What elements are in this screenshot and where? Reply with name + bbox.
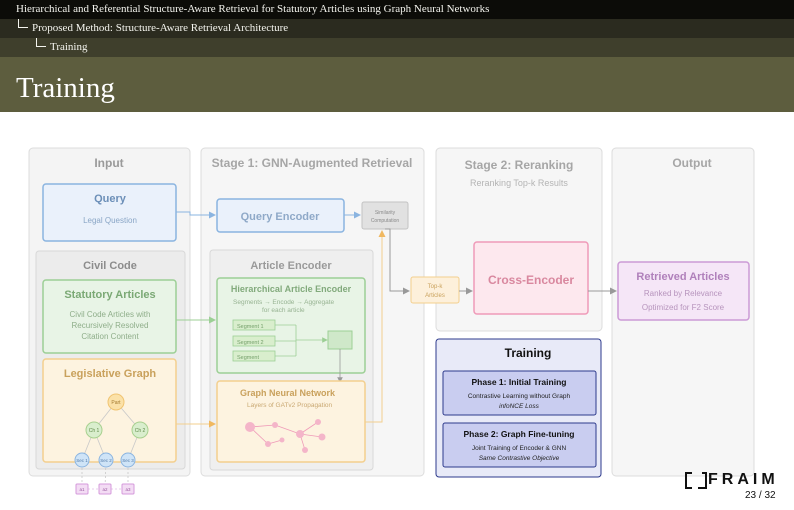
graph-section2-label: Sec 2 bbox=[100, 458, 112, 463]
query-subtitle: Legal Question bbox=[83, 216, 137, 225]
article-encoder-title: Article Encoder bbox=[250, 260, 332, 272]
stage2-title: Stage 2: Reranking bbox=[465, 158, 574, 172]
stage1-column: Stage 1: GNN-Augmented Retrieval Query E… bbox=[200, 147, 425, 477]
graph-section1-label: Sec 1 bbox=[76, 458, 88, 463]
hierarchical-encoder-title: Hierarchical Article Encoder bbox=[231, 284, 352, 294]
graph-article1-label: a1 bbox=[79, 487, 85, 492]
stage1-title: Stage 1: GNN-Augmented Retrieval bbox=[212, 156, 413, 170]
breadcrumb-level1[interactable]: Hierarchical and Referential Structure-A… bbox=[0, 0, 794, 19]
tree-elbow-icon bbox=[36, 38, 46, 47]
breadcrumb-level3-label: Training bbox=[50, 41, 88, 53]
retrieved-line1: Ranked by Relevance bbox=[644, 289, 723, 298]
similarity-line1: Similarity bbox=[375, 210, 396, 216]
graph-article3-node: a3 bbox=[121, 483, 135, 495]
breadcrumb-level2-label: Proposed Method: Structure-Aware Retriev… bbox=[32, 22, 289, 34]
aggregate-block bbox=[327, 330, 353, 350]
statutory-articles-title: Statutory Articles bbox=[64, 289, 155, 301]
output-column: Output Retrieved Articles Ranked by Rele… bbox=[611, 147, 755, 477]
graph-section3-node: Sec 3 bbox=[120, 452, 136, 468]
civil-code-title: Civil Code bbox=[83, 260, 137, 272]
query-encoder-label: Query Encoder bbox=[241, 211, 321, 223]
graph-article2-label: a2 bbox=[102, 487, 108, 492]
statutory-line2: Recursively Resolved bbox=[72, 321, 149, 330]
graph-chapter2-label: Ch 2 bbox=[135, 428, 146, 434]
input-column: Input Query Legal Question Civil Code St… bbox=[28, 147, 191, 495]
output-title: Output bbox=[672, 156, 711, 170]
flow-arrows bbox=[176, 211, 617, 428]
phase1-line2: infoNCE Loss bbox=[499, 403, 539, 410]
phase1-line1: Contrastive Learning without Graph bbox=[468, 393, 571, 400]
fraim-logo-text: FRAIM bbox=[708, 471, 779, 488]
graph-chapter1-label: Ch 1 bbox=[89, 428, 100, 434]
phase2-box bbox=[442, 422, 597, 468]
topk-line2: Articles bbox=[425, 293, 445, 299]
input-title: Input bbox=[94, 156, 123, 170]
retrieved-articles-box bbox=[617, 261, 750, 321]
statutory-line3: Citation Content bbox=[81, 332, 139, 341]
cross-encoder-label: Cross-Encoder bbox=[488, 273, 574, 287]
stage2-column: Stage 2: Reranking Reranking Top-k Resul… bbox=[410, 147, 603, 332]
gnn-subtitle: Layers of GATv2 Propagation bbox=[247, 402, 333, 409]
segment1-label: Segment 1 bbox=[237, 324, 264, 330]
training-panel: Training Phase 1: Initial Training Contr… bbox=[435, 338, 602, 478]
segment2-label: Segment 2 bbox=[237, 340, 264, 346]
fraim-logo-icon bbox=[685, 472, 707, 489]
retrieved-line2: Optimized for F2 Score bbox=[642, 303, 725, 312]
similarity-line2: Computation bbox=[371, 218, 400, 224]
training-title: Training bbox=[505, 346, 552, 360]
topk-line1: Top-k bbox=[428, 284, 444, 290]
breadcrumb-level3[interactable]: Training bbox=[0, 38, 794, 57]
retrieved-articles-title: Retrieved Articles bbox=[636, 271, 729, 283]
query-title: Query bbox=[94, 193, 127, 205]
cross-encoder-box bbox=[473, 241, 589, 315]
graph-root-label: Part bbox=[111, 400, 121, 406]
architecture-diagram: Input Query Legal Question Civil Code St… bbox=[28, 147, 755, 495]
segment3-label: Segment bbox=[237, 355, 259, 361]
statutory-line1: Civil Code Articles with bbox=[70, 310, 151, 319]
page-number: 23 / 32 bbox=[745, 490, 776, 501]
graph-article2-node: a2 bbox=[98, 483, 112, 495]
gnn-title: Graph Neural Network bbox=[240, 388, 336, 398]
slide-title: Training bbox=[0, 57, 794, 112]
graph-section1-node: Sec 1 bbox=[74, 452, 90, 468]
graph-section2-node: Sec 2 bbox=[98, 452, 114, 468]
tree-elbow-icon bbox=[18, 19, 28, 28]
phase2-line1: Joint Training of Encoder & GNN bbox=[472, 445, 567, 452]
graph-section3-label: Sec 3 bbox=[122, 458, 134, 463]
stage2-subtitle: Reranking Top-k Results bbox=[470, 178, 568, 188]
phase1-title: Phase 1: Initial Training bbox=[472, 377, 567, 387]
topk-box bbox=[410, 276, 460, 304]
breadcrumb-level2[interactable]: Proposed Method: Structure-Aware Retriev… bbox=[0, 19, 794, 38]
graph-root-node: Part bbox=[107, 393, 125, 411]
phase2-line2: Same Contrastive Objective bbox=[479, 455, 560, 462]
legislative-graph-title: Legislative Graph bbox=[64, 368, 157, 380]
hierarchical-line1: Segments → Encode → Aggregate bbox=[233, 299, 335, 306]
graph-article3-label: a3 bbox=[125, 487, 131, 492]
hierarchical-line2: for each article bbox=[262, 307, 305, 314]
gnn-graph-icon bbox=[245, 419, 326, 453]
graph-chapter2-node: Ch 2 bbox=[131, 421, 149, 439]
statutory-articles-box bbox=[42, 279, 177, 354]
phase2-title: Phase 2: Graph Fine-tuning bbox=[464, 429, 575, 439]
phase1-box bbox=[442, 370, 597, 416]
graph-chapter1-node: Ch 1 bbox=[85, 421, 103, 439]
graph-article1-node: a1 bbox=[75, 483, 89, 495]
